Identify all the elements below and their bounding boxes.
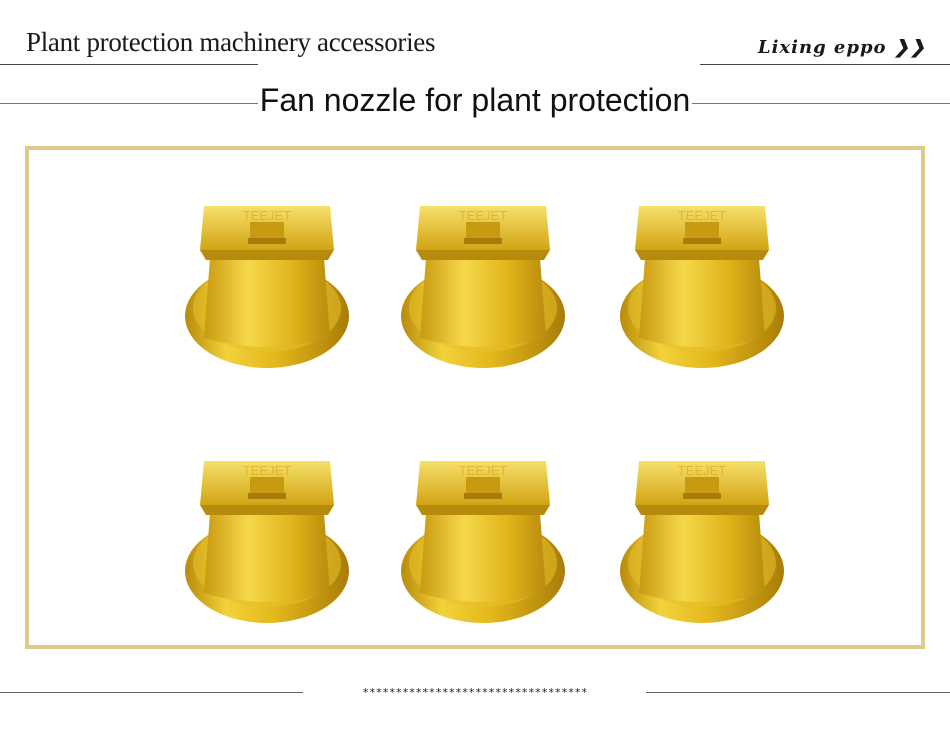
brass-fan-nozzle-icon: TEEJET bbox=[398, 198, 568, 373]
svg-text:TEEJET: TEEJET bbox=[459, 208, 507, 223]
svg-text:TEEJET: TEEJET bbox=[459, 463, 507, 478]
footer-divider-right bbox=[646, 692, 950, 693]
header-divider-left bbox=[0, 64, 258, 65]
brass-fan-nozzle-icon: TEEJET bbox=[617, 453, 787, 628]
brand-logo-text: Lixing eppo ❯❯ bbox=[757, 37, 926, 58]
product-photo-frame: TEEJET TEEJET bbox=[25, 146, 925, 649]
brass-fan-nozzle-icon: TEEJET bbox=[398, 453, 568, 628]
product-title: Fan nozzle for plant protection bbox=[257, 82, 693, 119]
footer-star-separator: ********************************** bbox=[362, 686, 588, 699]
svg-text:TEEJET: TEEJET bbox=[243, 208, 291, 223]
category-title: Plant protection machinery accessories bbox=[26, 27, 436, 57]
brass-fan-nozzle-icon: TEEJET bbox=[182, 198, 352, 373]
svg-text:TEEJET: TEEJET bbox=[678, 208, 726, 223]
header-divider-right bbox=[700, 64, 950, 65]
product-title-wrap: Fan nozzle for plant protection bbox=[0, 82, 950, 119]
svg-text:TEEJET: TEEJET bbox=[678, 463, 726, 478]
footer-divider-left bbox=[0, 692, 303, 693]
brass-fan-nozzle-icon: TEEJET bbox=[617, 198, 787, 373]
brass-fan-nozzle-icon: TEEJET bbox=[182, 453, 352, 628]
svg-text:TEEJET: TEEJET bbox=[243, 463, 291, 478]
